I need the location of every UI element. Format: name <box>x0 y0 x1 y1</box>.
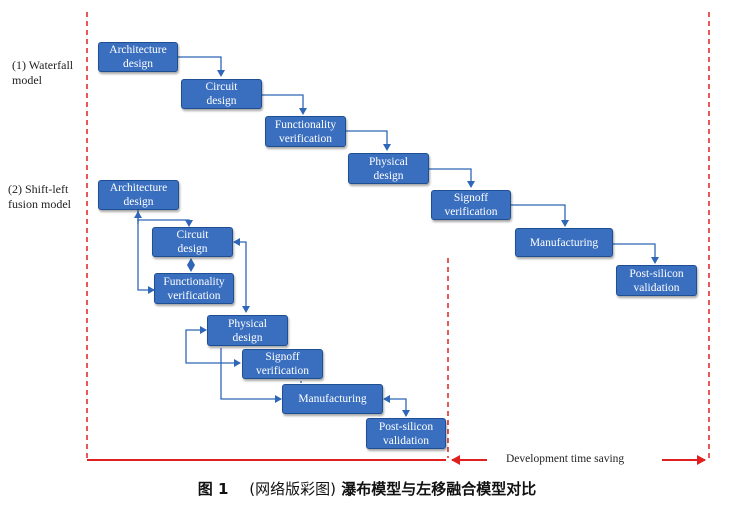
shiftleft-label-line2: fusion model <box>8 197 71 211</box>
sl-step-signoff-l2: verification <box>255 365 309 377</box>
caption-figure-number: 图 1 <box>197 480 229 498</box>
sl-step-physical-l1: Physical <box>228 317 267 330</box>
sl-step-functionality: Functionality verification <box>154 273 234 304</box>
wf-step-physical-l2: design <box>373 169 404 182</box>
sl-connector-arch-func <box>137 220 155 294</box>
sl-step-functionality-l2: verification <box>167 289 221 302</box>
wf-step-architecture: Architecture design <box>98 42 178 72</box>
sl-step-postsilicon: Post-silicon validation <box>366 418 446 449</box>
sl-step-postsilicon-l2: validation <box>383 434 429 447</box>
waterfall-label: (1) Waterfall model <box>12 58 73 88</box>
caption-online-color-note: (网络版彩图) <box>249 480 337 498</box>
sl-step-architecture: Architecture design <box>98 180 179 210</box>
wf-step-functionality: Functionality verification <box>265 116 346 147</box>
sl-step-postsilicon-l1: Post-silicon <box>378 420 434 433</box>
wf-step-signoff: Signoff verification <box>431 190 511 220</box>
sl-connector-arch-circuit <box>137 208 193 227</box>
wf-step-functionality-l1: Functionality <box>274 118 337 131</box>
wf-step-architecture-l2: design <box>122 58 154 70</box>
wf-step-postsilicon-l1: Post-silicon <box>629 267 684 280</box>
sl-connector-physical-manuf <box>220 348 282 403</box>
wf-connector-2 <box>262 94 307 115</box>
waterfall-connectors <box>178 56 659 264</box>
shiftleft-label: (2) Shift-left fusion model <box>8 182 71 212</box>
sl-step-manufacturing-l1: Manufacturing <box>298 393 367 405</box>
sl-step-functionality-l1: Functionality <box>163 275 225 288</box>
figure-caption: 图 1 (网络版彩图) 瀑布模型与左移融合模型对比 <box>0 478 734 499</box>
wf-step-manufacturing-l1: Manufacturing <box>529 236 599 249</box>
sl-step-physical-l2: design <box>232 331 263 344</box>
wf-step-physical: Physical design <box>348 153 429 184</box>
sl-step-physical: Physical design <box>207 315 288 346</box>
wf-step-postsilicon-l2: validation <box>633 281 680 294</box>
sl-connector-manuf-postsi <box>383 395 410 417</box>
sl-step-architecture-l1: Architecture <box>109 182 168 194</box>
wf-step-manufacturing: Manufacturing <box>515 228 613 257</box>
sl-step-circuit: Circuit design <box>152 227 233 257</box>
caption-text: 瀑布模型与左移融合模型对比 <box>341 480 537 498</box>
wf-connector-4 <box>429 168 475 188</box>
shiftleft-label-line1: (2) Shift-left <box>8 182 69 196</box>
wf-step-architecture-l1: Architecture <box>109 44 167 56</box>
wf-connector-5 <box>511 204 569 227</box>
wf-step-functionality-l2: verification <box>278 132 332 145</box>
wf-connector-1 <box>178 56 225 77</box>
wf-step-circuit-l2: design <box>206 95 237 107</box>
sl-connector-physical-signoff <box>185 326 241 367</box>
wf-connector-3 <box>346 130 391 151</box>
sl-connector-circuit-physical <box>233 238 250 313</box>
sl-step-architecture-l2: design <box>123 196 154 208</box>
wf-step-circuit: Circuit design <box>181 79 262 109</box>
wf-step-postsilicon: Post-silicon validation <box>616 265 697 296</box>
wf-step-circuit-l1: Circuit <box>205 81 238 93</box>
sl-step-circuit-l2: design <box>177 243 208 255</box>
sl-step-signoff-l1: Signoff <box>265 351 300 363</box>
wf-step-signoff-l2: verification <box>444 206 498 218</box>
wf-step-physical-l1: Physical <box>369 155 408 168</box>
shiftleft-connectors <box>134 208 410 417</box>
waterfall-label-line2: model <box>12 73 42 87</box>
sl-step-circuit-l1: Circuit <box>176 229 209 241</box>
sl-step-signoff: Signoff verification <box>242 349 323 379</box>
sl-step-manufacturing: Manufacturing <box>282 384 383 414</box>
wf-connector-6 <box>613 243 659 264</box>
waterfall-label-line1: (1) Waterfall <box>12 58 74 72</box>
time-saving-label: Development time saving <box>506 453 625 465</box>
wf-step-signoff-l1: Signoff <box>453 192 489 204</box>
